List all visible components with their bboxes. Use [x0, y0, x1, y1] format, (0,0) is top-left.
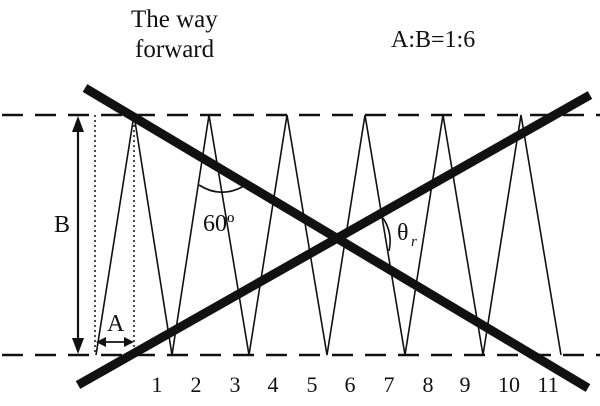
title-line-2: forward: [135, 36, 215, 63]
angle-label-60: 60º: [203, 211, 235, 237]
dimension-B-arrow: [72, 116, 84, 354]
tick-number-3: 3: [230, 372, 241, 397]
diagonal-line-ascending: [75, 91, 593, 389]
angle-label-theta-subscript: r: [411, 234, 417, 250]
dimension-B-label: B: [54, 212, 70, 238]
tick-number-5: 5: [307, 372, 318, 397]
tick-number-11: 11: [537, 372, 558, 397]
ratio-label: A:B=1:6: [391, 27, 475, 53]
tick-number-6: 6: [345, 372, 356, 397]
tick-number-4: 4: [268, 372, 279, 397]
angle-label-theta: θ: [397, 220, 409, 246]
dimension-A-arrow: [96, 337, 134, 347]
angle-arc-theta: [382, 217, 391, 252]
angle-arc-60: [198, 184, 245, 194]
tick-number-7: 7: [384, 372, 395, 397]
tick-number-9: 9: [460, 372, 471, 397]
title-line-1: The way: [131, 6, 218, 33]
zigzag-path: [95, 114, 562, 356]
tick-number-10: 10: [498, 372, 520, 397]
tick-number-2: 2: [191, 372, 202, 397]
tick-numbers: 1 2 3 4 5 6 7 8 9 10 11: [152, 372, 559, 397]
dimension-A-label: A: [107, 311, 125, 337]
tick-number-8: 8: [423, 372, 434, 397]
tick-number-1: 1: [152, 372, 163, 397]
